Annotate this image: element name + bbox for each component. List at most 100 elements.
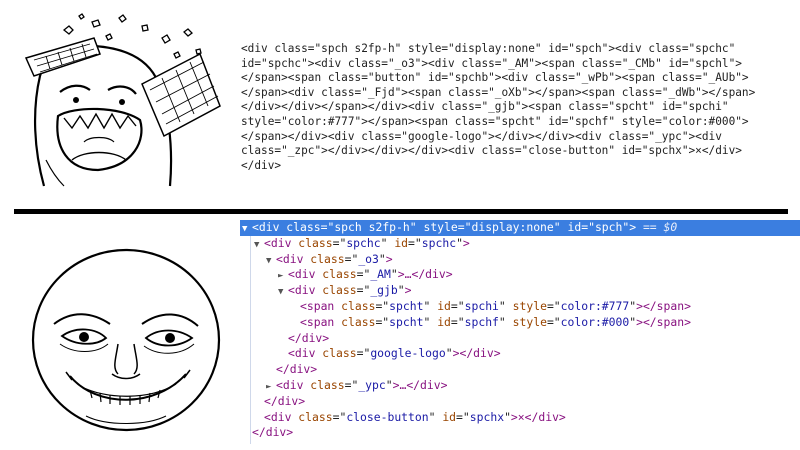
bottom-panel: ▼<div class="spch s2fp-h" style="display… bbox=[0, 214, 800, 450]
tag-close: >…</div> bbox=[397, 267, 453, 282]
attribute-value: google-logo bbox=[370, 346, 446, 361]
attribute-value: spcht bbox=[389, 314, 424, 329]
attribute-equals: =" bbox=[356, 283, 371, 298]
tree-guide-line bbox=[250, 236, 251, 444]
tag-close: ></div> bbox=[452, 346, 501, 361]
raw-html-line: </div> bbox=[241, 158, 282, 172]
attribute-quote: " bbox=[629, 314, 637, 329]
attribute-equals: =" bbox=[450, 314, 465, 329]
attribute-name: style bbox=[512, 314, 547, 329]
raw-html-line: </div></div></span></div><div class="_gj… bbox=[241, 100, 729, 114]
raw-html-line: </span><span class="button" id="spchb"><… bbox=[241, 71, 749, 85]
attribute-quote: " bbox=[498, 314, 506, 329]
raw-html-line: class="_zpc"></div></div></div><div clas… bbox=[241, 144, 742, 158]
collapse-triangle-icon[interactable]: ▼ bbox=[266, 255, 272, 266]
collapse-triangle-icon[interactable]: ▼ bbox=[278, 287, 284, 298]
attribute-equals: =" bbox=[344, 377, 359, 392]
attribute-equals: =" bbox=[356, 346, 371, 361]
attribute-name: style bbox=[512, 298, 547, 313]
tag-open: <div bbox=[252, 220, 287, 234]
tree-node[interactable]: </div> bbox=[240, 331, 800, 347]
raw-html-line: </span><div class="_Fjd"><span class="_o… bbox=[241, 85, 756, 99]
attribute-quote: " bbox=[498, 298, 506, 313]
space bbox=[506, 315, 513, 329]
tree-node[interactable]: </div> bbox=[240, 362, 800, 378]
attribute-equals: =" bbox=[356, 267, 371, 282]
attribute-name: class bbox=[322, 346, 357, 361]
attribute-name: id bbox=[442, 409, 457, 424]
tag-open: <div bbox=[288, 346, 323, 361]
raw-html-code: <div class="spch s2fp-h" style="display:… bbox=[241, 42, 796, 173]
tag-close: > bbox=[385, 251, 393, 266]
attribute-quote: " bbox=[380, 235, 388, 250]
attribute-quote: " bbox=[428, 409, 436, 424]
attribute-name: class bbox=[286, 220, 321, 234]
attribute-equals: =" bbox=[408, 235, 422, 250]
attribute-quote: " bbox=[553, 220, 561, 234]
attribute-value: spch s2fp-h bbox=[334, 220, 410, 234]
expand-triangle-icon[interactable]: ► bbox=[278, 271, 284, 282]
tree-node[interactable]: ▼<div class="spchc" id="spchc"> bbox=[240, 236, 800, 252]
tree-node[interactable]: <span class="spcht" id="spchf" style="co… bbox=[240, 315, 800, 331]
tag-open: <div bbox=[264, 235, 299, 250]
attribute-value: color:#777 bbox=[560, 298, 630, 313]
tag-close: > bbox=[462, 235, 470, 250]
console-ref-marker: == $0 bbox=[636, 220, 678, 234]
tag-open: </div> bbox=[252, 425, 294, 440]
devtools-elements-tree[interactable]: ▼<div class="spch s2fp-h" style="display… bbox=[240, 220, 800, 441]
attribute-name: id bbox=[394, 235, 409, 250]
tag-close: >×</div> bbox=[510, 409, 566, 424]
attribute-quote: " bbox=[445, 346, 453, 361]
tree-node[interactable]: ►<div class="_AM">…</div> bbox=[240, 267, 800, 283]
raw-html-line: style="color:#777"></span><span class="s… bbox=[241, 114, 749, 128]
attribute-value: _ypc bbox=[358, 377, 386, 392]
attribute-equals: =" bbox=[375, 314, 390, 329]
attribute-quote: " bbox=[390, 267, 398, 282]
attribute-name: class bbox=[341, 314, 376, 329]
panel-divider bbox=[14, 209, 788, 214]
collapse-triangle-icon[interactable]: ▼ bbox=[254, 239, 260, 250]
attribute-equals: =" bbox=[456, 409, 470, 424]
selected-tree-node[interactable]: ▼<div class="spch s2fp-h" style="display… bbox=[240, 220, 800, 236]
attribute-equals: =" bbox=[320, 220, 335, 234]
tree-node[interactable]: <div class="google-logo"></div> bbox=[240, 346, 800, 362]
attribute-value: spchx bbox=[469, 409, 505, 424]
raw-html-line: </span></div><div class="google-logo"></… bbox=[241, 129, 722, 143]
tag-open: </div> bbox=[276, 362, 318, 377]
space bbox=[561, 220, 568, 234]
tag-close: ></span> bbox=[636, 314, 691, 329]
tag-open: <span bbox=[300, 314, 342, 329]
tree-node[interactable]: ▼<div class="_o3"> bbox=[240, 252, 800, 268]
attribute-quote: " bbox=[629, 298, 637, 313]
attribute-equals: =" bbox=[450, 298, 465, 313]
attribute-value: close-button bbox=[346, 409, 429, 424]
tag-close: ></span> bbox=[636, 298, 691, 313]
attribute-equals: =" bbox=[546, 298, 561, 313]
tag-open: </div> bbox=[264, 393, 306, 408]
collapse-triangle-icon[interactable]: ▼ bbox=[242, 224, 248, 234]
attribute-name: class bbox=[341, 298, 376, 313]
tree-node[interactable]: </div> bbox=[240, 425, 800, 441]
attribute-name: class bbox=[322, 283, 357, 298]
attribute-value: _o3 bbox=[358, 251, 379, 266]
expand-triangle-icon[interactable]: ► bbox=[266, 381, 272, 392]
tree-node[interactable]: </div> bbox=[240, 394, 800, 410]
attribute-value: spchf bbox=[464, 314, 499, 329]
tree-node[interactable]: <div class="close-button" id="spchx">×</… bbox=[240, 410, 800, 426]
attribute-name: class bbox=[298, 409, 333, 424]
attribute-equals: =" bbox=[332, 409, 347, 424]
attribute-equals: =" bbox=[546, 314, 561, 329]
attribute-value: _AM bbox=[370, 267, 391, 282]
attribute-value: spcht bbox=[389, 298, 424, 313]
attribute-value: display:none bbox=[471, 220, 554, 234]
tree-node[interactable]: <span class="spcht" id="spchi" style="co… bbox=[240, 299, 800, 315]
attribute-name: id bbox=[567, 220, 582, 234]
attribute-name: class bbox=[310, 377, 345, 392]
attribute-quote: " bbox=[456, 235, 463, 250]
tree-node[interactable]: ▼<div class="_gjb"> bbox=[240, 283, 800, 299]
attribute-equals: =" bbox=[375, 298, 390, 313]
tag-open: <div bbox=[288, 283, 323, 298]
attribute-quote: " bbox=[504, 409, 511, 424]
tag-open: </div> bbox=[288, 330, 330, 345]
tree-node[interactable]: ►<div class="_ypc">…</div> bbox=[240, 378, 800, 394]
